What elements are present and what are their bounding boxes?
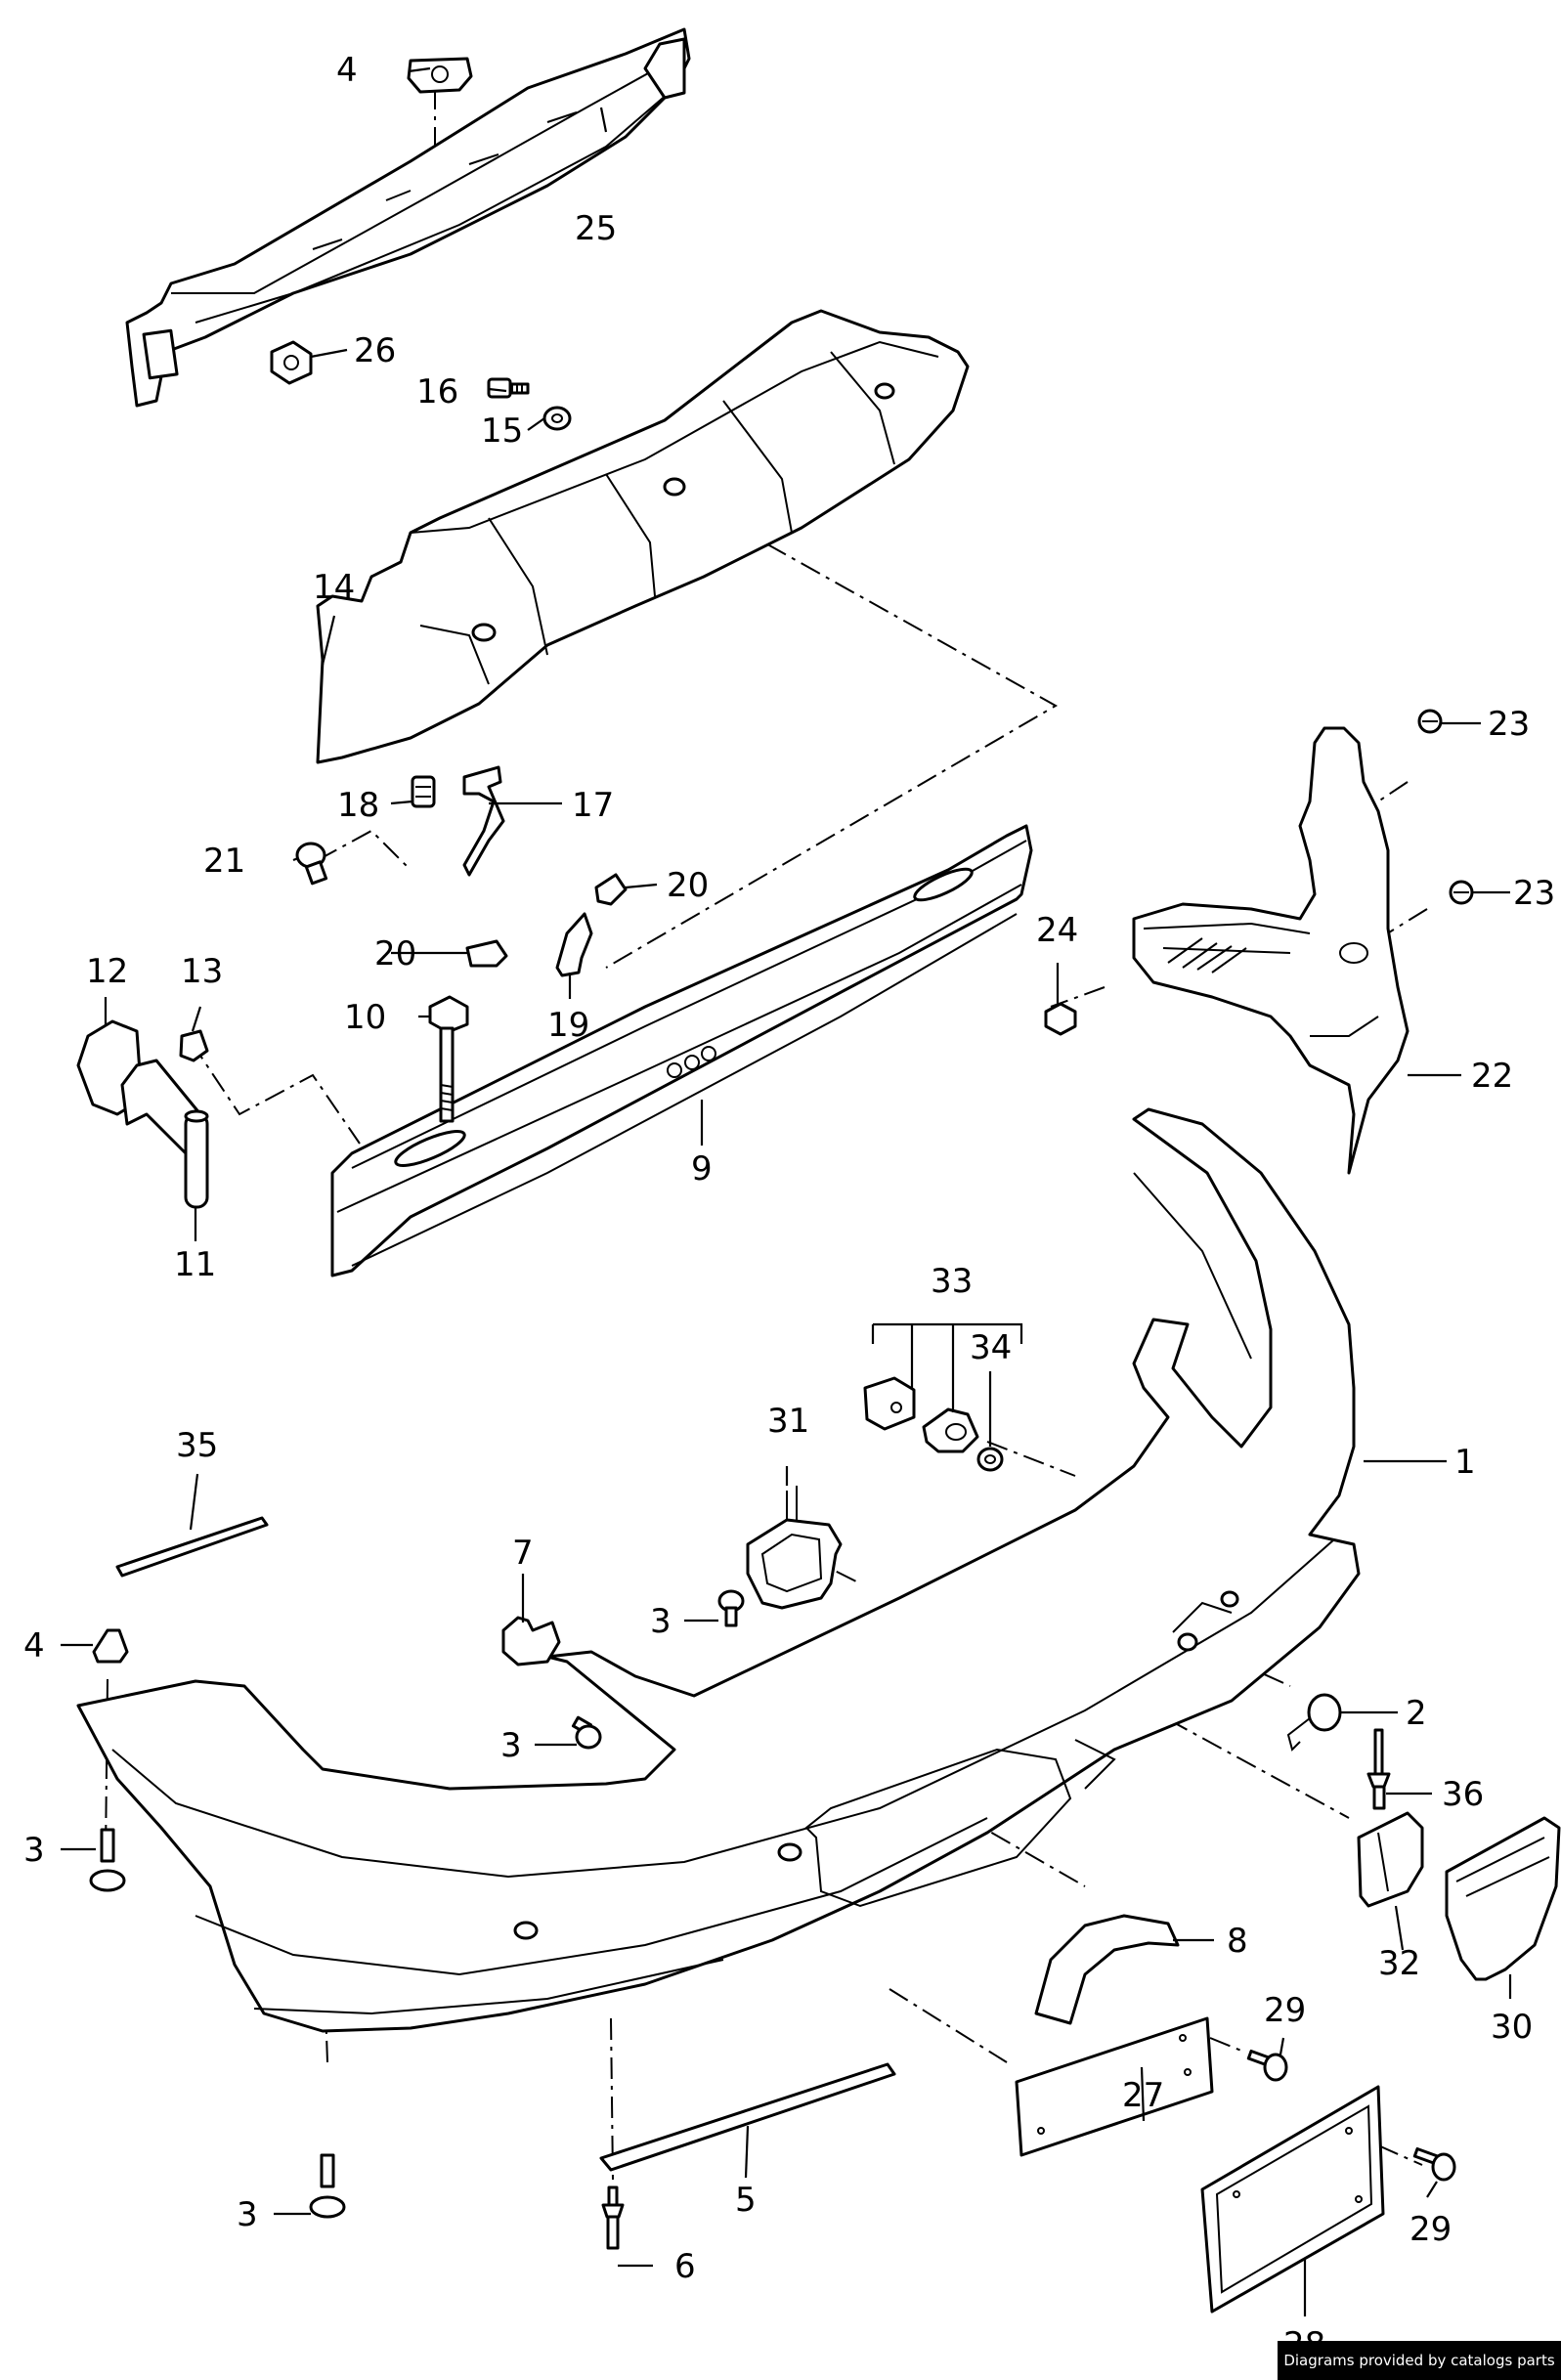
part-14-heat-shield [316, 309, 970, 764]
part-21-bolt [295, 842, 328, 886]
callout-36: 36 [1442, 1775, 1484, 1814]
callout-7: 7 [512, 1534, 534, 1573]
part-28-license-plate-holder [1200, 2085, 1385, 2314]
part-29-screw-lower [1412, 2146, 1456, 2182]
part-4-clip-lower [92, 1628, 129, 1664]
part-34-sensor-ring [976, 1447, 1004, 1472]
part-20-clip-upper [594, 873, 628, 906]
part-25-carrier-rail [125, 27, 691, 408]
callout-11: 11 [174, 1245, 216, 1284]
part-26-nut [270, 340, 313, 385]
callout-13: 13 [181, 952, 223, 991]
part-11-impact-absorber [120, 1059, 209, 1209]
callout-16: 16 [416, 372, 458, 411]
leader-lines [61, 66, 1512, 2316]
part-3-screw-c [89, 1828, 126, 1892]
part-36-rivet [1366, 1728, 1391, 1810]
callout-19: 19 [547, 1006, 589, 1045]
callout-20: 20 [374, 934, 416, 974]
callout-33: 33 [931, 1262, 973, 1301]
part-19-bracket [555, 912, 593, 977]
part-3-screw-b [571, 1715, 602, 1750]
part-13-nut [179, 1029, 209, 1062]
part-7-bracket [501, 1616, 561, 1666]
part-35-trim-strip [115, 1516, 269, 1578]
callout-labels: 1 2 3 3 3 3 4 4 5 6 7 8 9 10 11 12 13 14… [23, 51, 1555, 2364]
callout-17: 17 [572, 786, 614, 825]
part-16-bolt [487, 377, 530, 399]
callout-21: 21 [203, 842, 245, 881]
callout-27: 27 [1122, 2076, 1164, 2115]
part-23-clip-upper [1417, 709, 1443, 734]
callout-24: 24 [1036, 911, 1078, 950]
part-3-screw-d [309, 2153, 346, 2219]
callout-2: 2 [1406, 1694, 1427, 1733]
callout-22: 22 [1471, 1057, 1513, 1096]
part-29-screw-upper [1246, 2049, 1288, 2082]
callout-25: 25 [575, 209, 617, 248]
callout-10: 10 [344, 998, 386, 1037]
part-31-grille-frame [746, 1486, 843, 1610]
callout-20: 20 [667, 866, 709, 905]
part-18-bolt [411, 775, 436, 808]
part-8-arched-shield [1034, 1914, 1180, 2025]
callout-34: 34 [970, 1328, 1012, 1367]
callout-32: 32 [1378, 1944, 1420, 1983]
part-4-clip-top [407, 57, 473, 94]
part-32-reflector [1357, 1811, 1424, 1908]
callout-30: 30 [1491, 2008, 1533, 2047]
part-24-nut [1044, 1002, 1077, 1036]
callout-31: 31 [767, 1402, 809, 1441]
callout-23: 23 [1513, 874, 1555, 913]
callout-29: 29 [1264, 1991, 1306, 2030]
part-30-reflector-cover [1445, 1816, 1561, 1981]
callout-3: 3 [650, 1602, 672, 1641]
part-22-side-guide [1132, 726, 1409, 1175]
part-9-impact-bar [330, 824, 1033, 1277]
callout-1: 1 [1454, 1443, 1476, 1482]
callout-23: 23 [1488, 705, 1530, 744]
part-20-clip-lower [465, 939, 508, 968]
callout-35: 35 [176, 1426, 218, 1465]
part-2-tow-eye-cap [1286, 1693, 1342, 1752]
part-10-bolt [428, 995, 469, 1123]
callout-5: 5 [735, 2181, 757, 2220]
part-6-rivet [601, 2185, 625, 2250]
part-5-trim-strip [599, 2062, 896, 2172]
part-33-sensor-bracket [863, 1376, 916, 1431]
callout-3: 3 [500, 1726, 522, 1765]
callout-3: 3 [237, 2195, 258, 2234]
part-15-washer [542, 406, 572, 431]
part-3-screw-a [717, 1589, 745, 1627]
part-1-bumper-cover [76, 1107, 1361, 2033]
callout-8: 8 [1227, 1922, 1248, 1961]
callout-15: 15 [481, 411, 523, 451]
part-23-clip-lower [1449, 880, 1474, 905]
callout-4: 4 [336, 51, 358, 90]
callout-9: 9 [691, 1149, 713, 1189]
callout-14: 14 [313, 568, 355, 607]
callout-6: 6 [674, 2247, 696, 2286]
diagram-credit-badge: Diagrams provided by catalogs parts [1278, 2341, 1561, 2380]
part-17-bracket [462, 765, 505, 877]
callout-4: 4 [23, 1626, 45, 1666]
callout-3: 3 [23, 1831, 45, 1870]
part-33-sensor [922, 1407, 979, 1453]
callout-18: 18 [337, 786, 379, 825]
callout-26: 26 [354, 331, 396, 370]
part-27-license-plate-base [1015, 2016, 1214, 2157]
callout-12: 12 [86, 952, 128, 991]
callout-29: 29 [1409, 2210, 1452, 2249]
